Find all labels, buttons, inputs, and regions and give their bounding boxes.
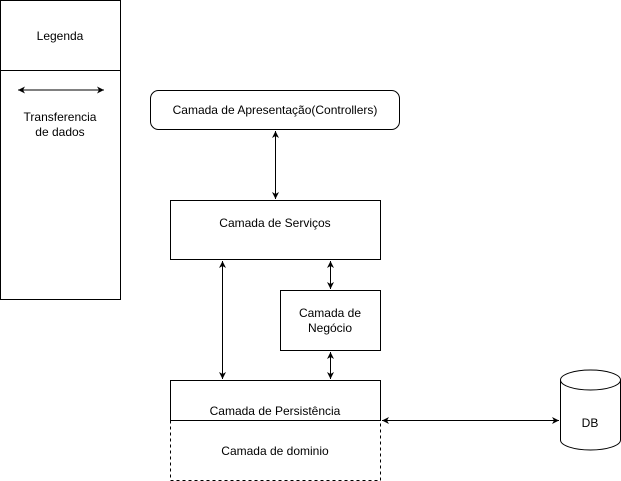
presentation-layer-node: Camada de Apresentação(Controllers) xyxy=(150,90,400,130)
presentation-layer-box xyxy=(150,90,400,130)
database-cylinder-body xyxy=(560,380,621,451)
persistence-layer-label: Camada de Persistência xyxy=(210,404,341,418)
business-layer-label-line2: Negócio xyxy=(308,321,352,335)
legend-arrow-label-line1: Transferencia xyxy=(24,110,97,124)
business-layer-box xyxy=(280,290,381,351)
services-layer-node: Camada de Serviços xyxy=(170,200,381,260)
legend-title: Legenda xyxy=(37,29,84,43)
database-cylinder-top xyxy=(560,369,621,391)
domain-layer-label: Camada de dominio xyxy=(221,444,329,458)
legend-arrow-label-line2: de dados xyxy=(35,125,84,139)
domain-layer-node: Camada de dominio xyxy=(170,420,381,481)
services-layer-label: Camada de Serviços xyxy=(219,216,330,230)
legend-panel: Legenda Transferencia de dados xyxy=(0,0,121,300)
database-node: DB xyxy=(560,369,621,451)
services-layer-box xyxy=(170,200,381,260)
presentation-layer-label: Camada de Apresentação(Controllers) xyxy=(173,103,378,117)
database-label: DB xyxy=(582,416,599,430)
business-layer-label-line1: Camada de xyxy=(299,306,361,320)
legend-box xyxy=(0,0,121,300)
persistence-layer-node: Camada de Persistência xyxy=(170,380,381,421)
business-layer-node: Camada de Negócio xyxy=(280,290,381,351)
